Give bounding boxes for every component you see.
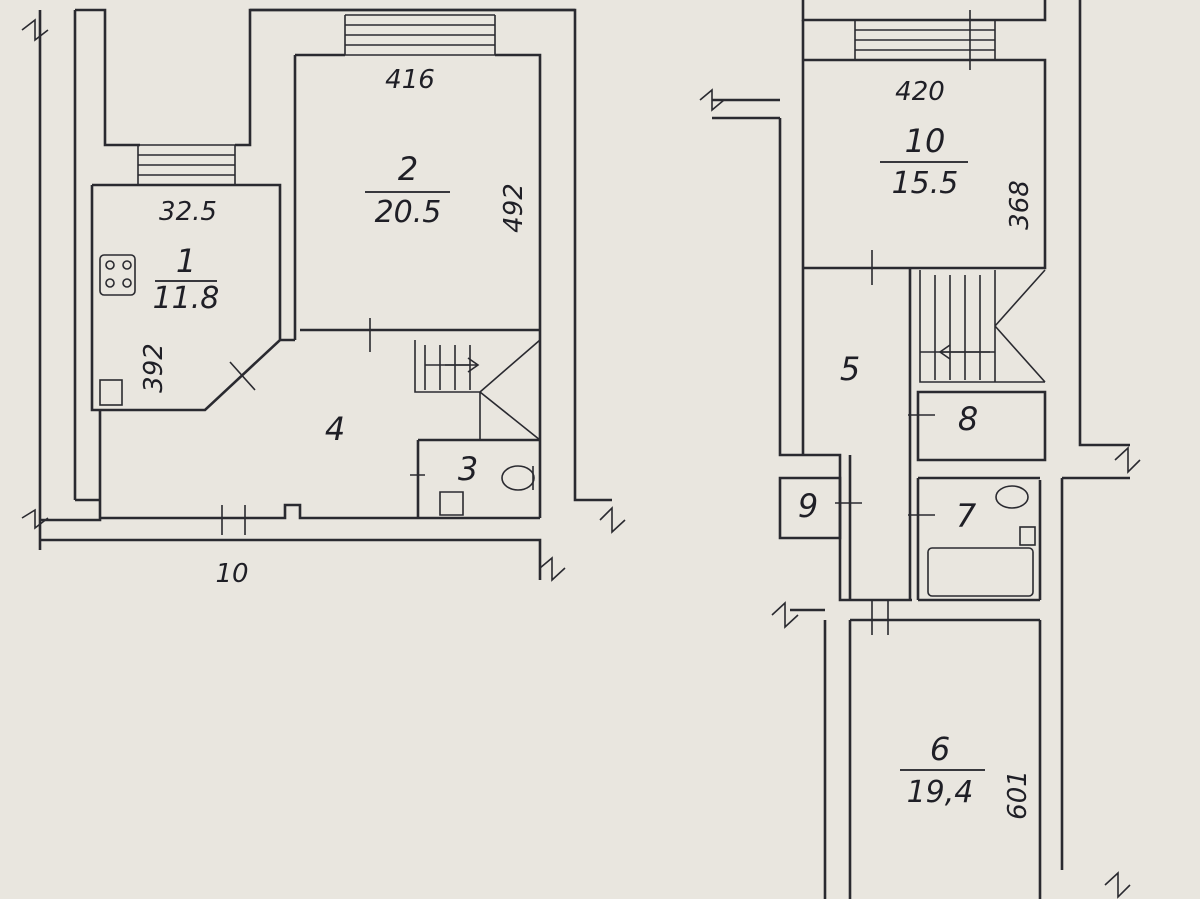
room-labels: 1 11.8 2 20.5 3 4 5 6 19,4 7 8 9 10 15.5 <box>153 122 985 810</box>
room-5-number: 5 <box>840 350 860 388</box>
room-7-number: 7 <box>956 497 977 535</box>
room-2-number: 2 <box>398 150 418 188</box>
kitchen-depth-dimension: 392 <box>139 343 169 393</box>
room-3-number: 3 <box>458 450 478 488</box>
dimension-labels: 32.5 392 416 492 10 420 368 601 <box>139 65 1035 820</box>
room-6-number: 6 <box>930 730 950 768</box>
room-2-depth-dimension: 492 <box>499 183 529 233</box>
room-10-depth-dimension: 368 <box>1005 180 1035 230</box>
left-bottom-dimension: 10 <box>215 559 248 589</box>
room-4-number: 4 <box>325 410 345 448</box>
left-apartment-walls <box>21 8 626 582</box>
room-9-number: 9 <box>798 487 818 525</box>
kitchen-width-dimension: 32.5 <box>159 197 217 227</box>
room-1-area: 11.8 <box>153 281 220 316</box>
room-2-width-dimension: 416 <box>385 65 435 95</box>
room-10-number: 10 <box>905 122 946 160</box>
room-6-depth-dimension: 601 <box>1003 770 1033 820</box>
right-apartment-walls <box>699 0 1141 899</box>
room-8-number: 8 <box>958 400 978 438</box>
room-10-width-dimension: 420 <box>895 77 945 107</box>
room-2-area: 20.5 <box>375 195 442 230</box>
room-10-area: 15.5 <box>892 166 959 201</box>
room-1-number: 1 <box>176 242 196 280</box>
room-6-area: 19,4 <box>907 775 974 810</box>
